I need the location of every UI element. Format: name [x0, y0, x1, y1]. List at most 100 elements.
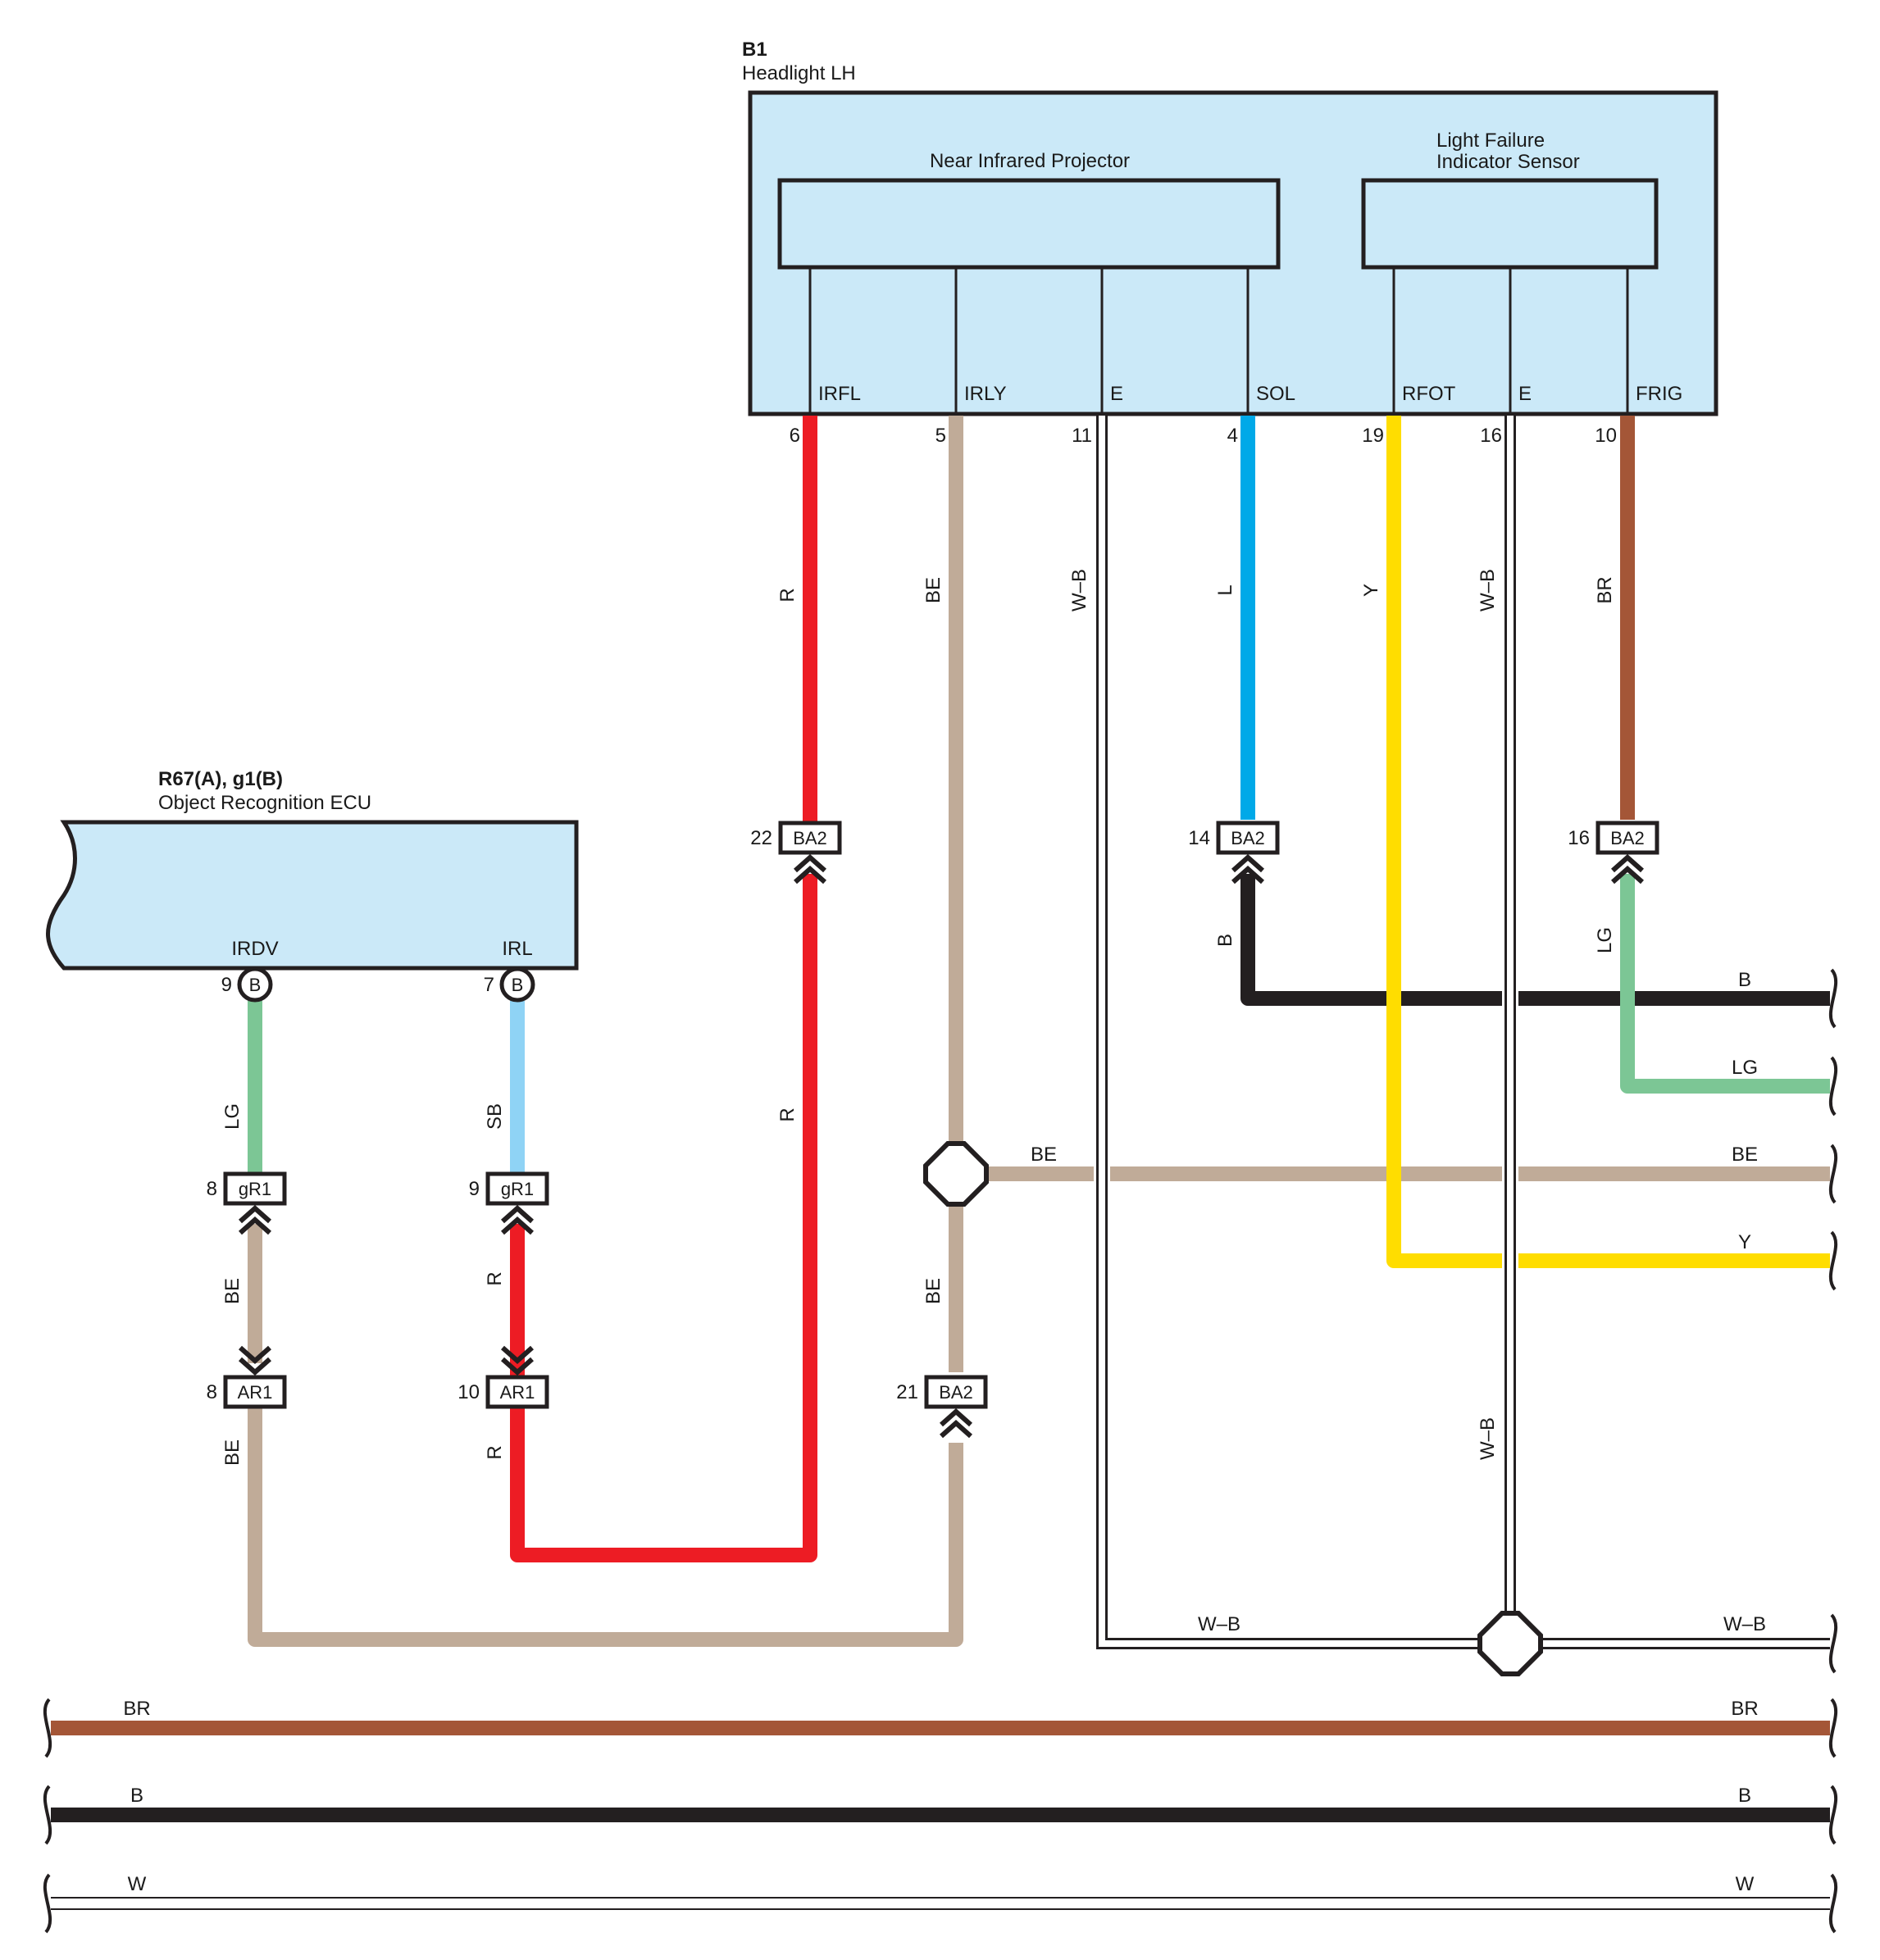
- connector-pin: 14: [1188, 827, 1210, 849]
- connector-box: [485, 1171, 549, 1206]
- connector-pin: 8: [207, 1381, 217, 1403]
- break-b-bus-left: [43, 1785, 52, 1845]
- wire-r-irfl-lower: [510, 874, 817, 1562]
- terminal-irly: IRLY: [964, 383, 1007, 405]
- sensor-label-line1: Light Failure: [1436, 130, 1545, 152]
- label-be-splice-right: BE: [1031, 1144, 1057, 1166]
- connector-chevron: [501, 1345, 534, 1376]
- connector-chevron: [239, 1204, 271, 1235]
- light-failure-sensor-box: [1361, 178, 1659, 270]
- connector-ba2-16: BA2 16: [1568, 821, 1659, 885]
- label-b-bus-right: B: [1738, 1785, 1751, 1807]
- ecu-terminal-irl-pin: 7: [484, 974, 494, 996]
- label-be-right: BE: [1732, 1144, 1758, 1166]
- break-b-right: [1828, 968, 1838, 1029]
- label-l-sol: L: [1214, 584, 1236, 595]
- label-r-ar1-10: R: [484, 1445, 506, 1459]
- break-y-right: [1828, 1230, 1838, 1291]
- connector-chevron: [940, 1407, 972, 1439]
- sensor-label-line2: Indicator Sensor: [1436, 151, 1580, 173]
- headlight-name: Headlight LH: [742, 62, 856, 84]
- connector-chevron: [1611, 853, 1644, 885]
- label-br-bus-right: BR: [1731, 1698, 1758, 1720]
- wire-be-ar1-ba2: [248, 1406, 963, 1647]
- ecu-box: [46, 820, 579, 971]
- connector-box: [223, 1171, 287, 1206]
- connector-box: [924, 1375, 988, 1409]
- break-w-left: [43, 1873, 52, 1934]
- object-recognition-ecu-component: R67(A), g1(B) Object Recognition ECU IRD…: [46, 768, 579, 971]
- terminal-e-11: E: [1110, 383, 1123, 405]
- wires: [248, 416, 1830, 1647]
- splice-w-b: [1477, 1611, 1543, 1676]
- crossing-redraw: [1096, 980, 1516, 1279]
- break-be-right: [1828, 1144, 1838, 1204]
- connector-chevron: [239, 1345, 271, 1376]
- pin-19: 19: [1362, 425, 1384, 447]
- terminal-irl: IRL: [502, 938, 532, 960]
- label-y-right: Y: [1738, 1231, 1751, 1253]
- label-r-irfl-lower: R: [776, 1107, 799, 1121]
- break-br-right: [1828, 1698, 1838, 1758]
- label-w-bus-left: W: [128, 1873, 147, 1895]
- terminal-e-16: E: [1518, 383, 1532, 405]
- wire-lg-right: [1620, 874, 1830, 1094]
- label-r-irfl-upper: R: [776, 588, 799, 602]
- connector-label: BA2: [1610, 828, 1645, 848]
- connector-box: [1595, 821, 1659, 855]
- pin-4: 4: [1227, 425, 1238, 447]
- connector-pin: 21: [896, 1381, 918, 1403]
- label-b-bus-left: B: [130, 1785, 143, 1807]
- projector-label: Near Infrared Projector: [930, 150, 1130, 172]
- ecu-name: Object Recognition ECU: [158, 792, 371, 814]
- label-lg-right: LG: [1732, 1057, 1758, 1079]
- connector-chevron: [1231, 853, 1264, 885]
- ecu-ref: R67(A), g1(B): [158, 768, 283, 790]
- headlight-ref: B1: [742, 39, 767, 61]
- pin-11: 11: [1072, 425, 1092, 447]
- headlight-lh-component: B1 Headlight LH Near Infrared Projector …: [742, 39, 1718, 447]
- break-wb-right: [1828, 1613, 1838, 1674]
- label-wb-bottom-left: W–B: [1198, 1613, 1240, 1635]
- break-br-left: [43, 1698, 52, 1758]
- ecu-terminal-irl-circle: [499, 966, 535, 1003]
- label-lg-irdv: LG: [221, 1103, 244, 1130]
- wire-y-right: [1386, 416, 1830, 1268]
- connector-label: BA2: [939, 1382, 973, 1403]
- splice-be: [923, 1141, 989, 1207]
- connector-box: [223, 1375, 287, 1409]
- splices: [923, 1141, 1543, 1676]
- label-wb-bottom-right: W–B: [1723, 1613, 1766, 1635]
- label-be-irly: BE: [922, 577, 945, 603]
- wire-labels: R R BE W–B L Y W–B W–B BR B LG LG SB BE …: [123, 569, 1766, 1895]
- continuation-marks: [43, 968, 1838, 1934]
- pin-5: 5: [935, 425, 946, 447]
- label-lg-ba2-16: LG: [1594, 927, 1616, 953]
- connector-box: [1216, 821, 1280, 855]
- connector-box: [778, 821, 842, 855]
- connector-box: [485, 1375, 549, 1409]
- ecu-terminal-irdv-connector: B: [249, 975, 262, 995]
- pin-16: 16: [1480, 425, 1502, 447]
- ecu-terminal-irdv-circle: [237, 966, 273, 1003]
- label-b-right: B: [1738, 969, 1751, 991]
- connector-pin: 16: [1568, 827, 1590, 849]
- connector-pin: 8: [207, 1178, 217, 1200]
- terminal-irfl: IRFL: [818, 383, 861, 405]
- ecu-terminals: B 9 B 7: [221, 966, 535, 1003]
- break-w-right: [1828, 1873, 1838, 1934]
- bottom-buses: [51, 1721, 1830, 1910]
- connector-pin: 22: [750, 827, 772, 849]
- wire-b-right: [1240, 874, 1830, 1006]
- connector-ba2-21: BA2 21: [896, 1375, 988, 1439]
- pin-10: 10: [1595, 425, 1617, 447]
- wires-w-b: [1096, 416, 1830, 1649]
- connector-chevron: [794, 853, 826, 885]
